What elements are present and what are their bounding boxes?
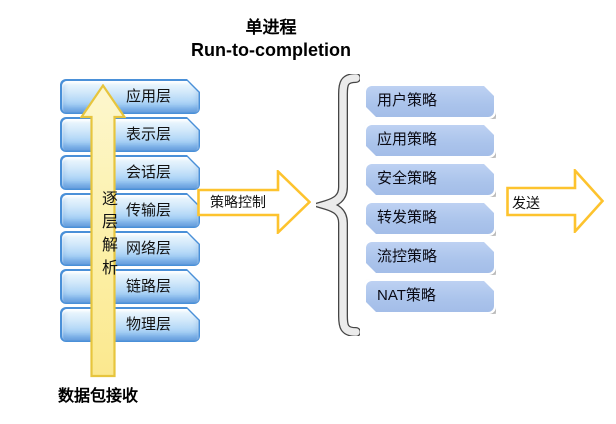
layer-label: 链路层: [126, 278, 172, 295]
diagram-title: 单进程 Run-to-completion: [111, 17, 431, 61]
layer-box-fill: [62, 233, 199, 265]
policy-box-fill: [366, 281, 494, 312]
upward-arrow-icon: [80, 84, 126, 378]
policy-label: 应用策略: [377, 131, 438, 148]
policy-box-forwarding: 转发策略: [364, 201, 496, 236]
send-label: 发送: [512, 195, 540, 211]
policy-label: NAT策略: [377, 287, 436, 304]
policy-box-application: 应用策略: [364, 123, 496, 158]
policy-box-fill: [366, 164, 494, 195]
parse-by-layer-label: 逐层解析: [99, 190, 116, 282]
policy-box-nat: NAT策略: [364, 279, 496, 314]
policy-stack: 用户策略 应用策略 安全策略 转发策略 流控策略 NAT策略: [364, 84, 496, 314]
title-chinese: 单进程: [245, 18, 297, 37]
layer-label: 会话层: [126, 164, 172, 181]
layer-box-physical: 物理层: [60, 307, 200, 342]
policy-box-user: 用户策略: [364, 84, 496, 119]
title-english: Run-to-completion: [191, 40, 351, 60]
policy-label: 流控策略: [377, 248, 438, 265]
layer-label: 表示层: [126, 126, 172, 143]
layer-box-fill: [62, 195, 199, 227]
layer-label: 网络层: [126, 240, 172, 257]
layer-box-session: 会话层: [60, 155, 200, 190]
layer-box-fill: [62, 119, 199, 151]
policy-box-security: 安全策略: [364, 162, 496, 197]
layer-label: 物理层: [126, 316, 172, 333]
policy-label: 转发策略: [377, 209, 438, 226]
left-brace-icon: [316, 74, 360, 336]
policy-box-fill: [366, 242, 494, 273]
policy-box-fill: [366, 125, 494, 156]
osi-layer-stack: 应用层 表示层 会话层 传输层 网络层 链路层 物理层: [60, 79, 200, 342]
packet-receive-label: 数据包接收: [58, 388, 139, 405]
policy-label: 安全策略: [377, 170, 438, 187]
layer-label: 应用层: [126, 88, 172, 105]
policy-control-arrow-icon: [197, 170, 311, 234]
layer-box-fill: [62, 157, 199, 189]
policy-control-label: 策略控制: [210, 194, 266, 210]
policy-box-flow-control: 流控策略: [364, 240, 496, 275]
send-arrow-icon: [506, 169, 604, 233]
layer-box-fill: [62, 309, 199, 341]
policy-box-fill: [366, 203, 494, 234]
layer-box-link: 链路层: [60, 269, 200, 304]
layer-box-application: 应用层: [60, 79, 200, 114]
layer-box-presentation: 表示层: [60, 117, 200, 152]
layer-box-transport: 传输层: [60, 193, 200, 228]
policy-label: 用户策略: [377, 92, 438, 109]
layer-box-fill: [62, 271, 199, 303]
policy-box-fill: [366, 86, 494, 117]
layer-label: 传输层: [126, 202, 172, 219]
layer-box-fill: [62, 81, 199, 113]
layer-box-network: 网络层: [60, 231, 200, 266]
